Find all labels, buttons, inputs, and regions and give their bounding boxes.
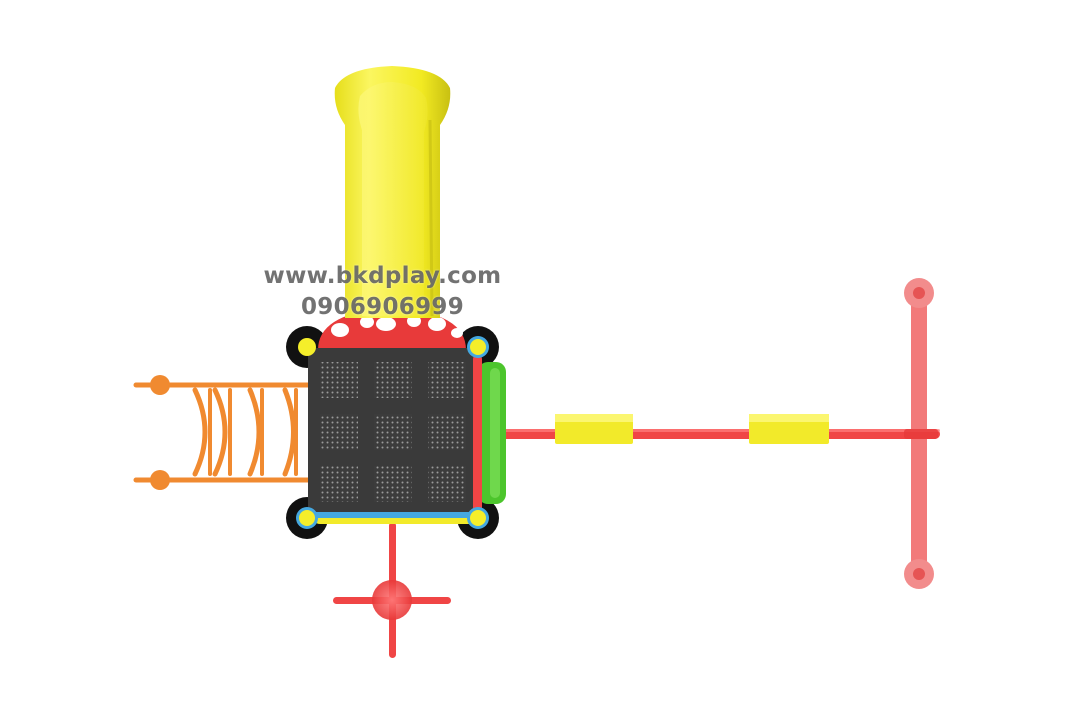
post-caps xyxy=(296,336,489,529)
climbing-ladder xyxy=(133,382,313,483)
mushroom-roof xyxy=(318,308,466,350)
green-side-panel xyxy=(478,362,506,504)
spring-rider-handle xyxy=(333,522,451,658)
seesaw-seats xyxy=(555,414,829,444)
watermark-url: www.bkdplay.com xyxy=(263,263,502,289)
swing-t-bar xyxy=(904,278,938,589)
seesaw-beam xyxy=(478,429,940,439)
perforated-deck xyxy=(308,348,478,512)
deck-railing xyxy=(300,355,482,520)
tube-slide xyxy=(334,66,451,318)
watermark-phone: 0906906999 xyxy=(300,294,465,320)
ladder-end-caps xyxy=(150,375,170,490)
